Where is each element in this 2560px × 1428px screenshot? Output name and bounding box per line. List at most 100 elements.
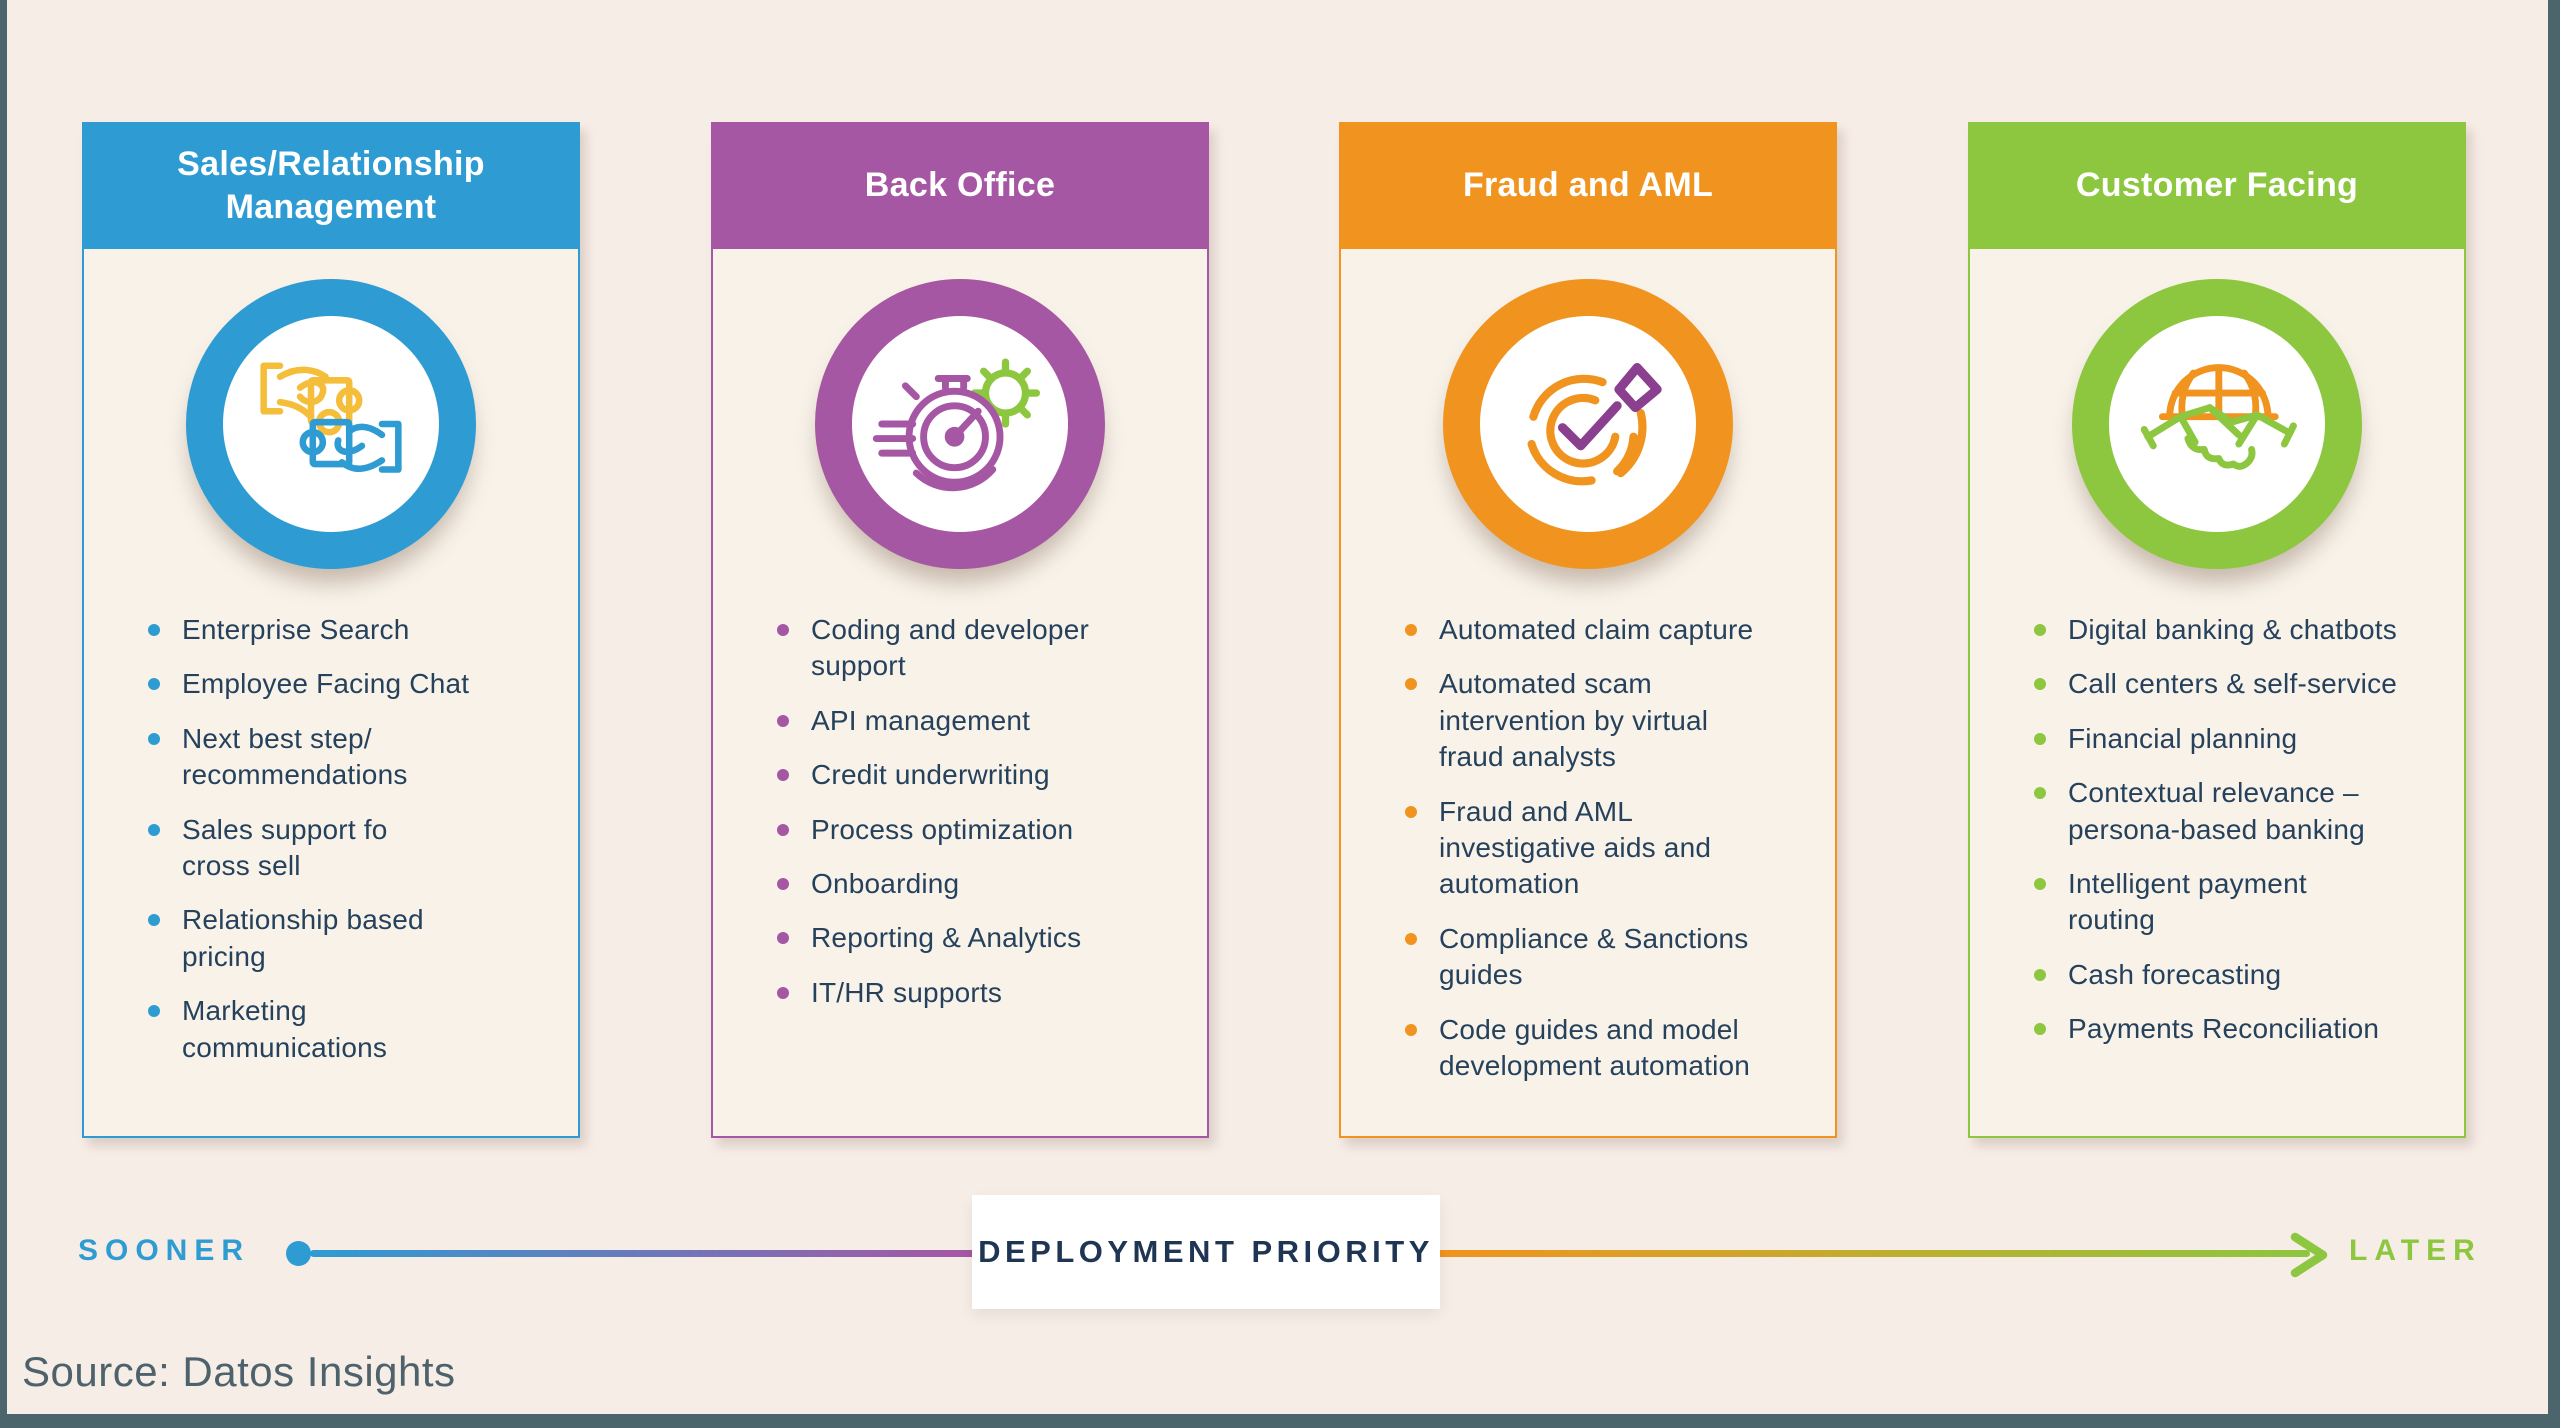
list-item: Cash forecasting <box>2034 957 2428 993</box>
priority-box: DEPLOYMENT PRIORITY <box>972 1195 1440 1309</box>
card-sales-relationship-management: Sales/Relationship Management <box>82 122 580 1138</box>
list-item: API management <box>777 703 1171 739</box>
list-item: Fraud and AML investigative aids and aut… <box>1405 794 1799 903</box>
list-item-text: Onboarding <box>811 867 960 899</box>
list-item-text: Fraud and AML investigative aids and aut… <box>1439 795 1712 900</box>
list-item-text: Call centers & self-service <box>2068 668 2398 700</box>
list-item-text: Cash forecasting <box>2068 958 2282 990</box>
list-item-text: Enterprise Search <box>182 614 410 645</box>
list-item-text: Employee Facing Chat <box>182 668 470 700</box>
source-caption: Source: Datos Insights <box>22 1348 456 1395</box>
bullet-dot <box>2034 968 2046 981</box>
card-title: Sales/Relationship Management <box>177 144 485 226</box>
later-label: LATER <box>2349 1234 2482 1267</box>
bullet-dot <box>148 732 160 745</box>
bullet-dot <box>148 624 160 636</box>
list-item: Coding and developer support <box>777 612 1171 685</box>
list-item-text: Financial planning <box>2068 722 2298 754</box>
bullet-dot <box>777 714 789 727</box>
list-item: Compliance & Sanctions guides <box>1405 921 1799 994</box>
list-item-text: Relationship based pricing <box>182 904 424 972</box>
bullet-dot <box>1405 805 1417 818</box>
frame-left-border <box>0 0 7 1428</box>
bullet-dot <box>148 823 160 836</box>
card-header: Back Office <box>711 122 1209 249</box>
bullet-dot <box>148 914 160 927</box>
list-item-text: Next best step/ recommendations <box>182 722 408 791</box>
card-header: Customer Facing <box>1968 122 2466 249</box>
list-item: Enterprise Search <box>148 612 542 648</box>
bullet-dot <box>777 823 789 836</box>
axis-start-dot <box>286 1241 311 1266</box>
list-item: Digital banking & chatbots <box>2034 612 2428 648</box>
list-item-text: Digital banking & chatbots <box>2068 614 2397 645</box>
card-title: Fraud and AML <box>1462 166 1714 205</box>
globe-handshake-icon <box>2072 279 2362 569</box>
card-header: Sales/Relationship Management <box>82 122 580 249</box>
list-item: Automated scam intervention by virtual f… <box>1405 666 1799 775</box>
bullet-dot <box>1405 678 1417 691</box>
card-title: Customer Facing <box>2075 166 2359 205</box>
list-item-text: Code guides and model development automa… <box>1439 1013 1751 1081</box>
bullet-dot <box>2034 1023 2046 1036</box>
card-back-office: Back Office <box>711 122 1209 1138</box>
list-item: Marketing communications <box>148 993 542 1066</box>
list-item: Automated claim capture <box>1405 612 1799 648</box>
list-item-text: Coding and developer support <box>811 614 1089 682</box>
bullet-dot <box>777 624 789 636</box>
list-item-text: API management <box>811 704 1031 736</box>
list-item-text: Automated scam intervention by virtual f… <box>1439 668 1709 773</box>
bullet-dot <box>1405 1023 1417 1036</box>
list-item-text: Reporting & Analytics <box>811 922 1082 954</box>
bullet-dot <box>777 769 789 782</box>
bullet-dot <box>2034 678 2046 691</box>
list-item: Onboarding <box>777 866 1171 902</box>
list-item-text: Process optimization <box>811 813 1074 845</box>
stopwatch-gear-icon <box>815 279 1105 569</box>
list-item: Process optimization <box>777 812 1171 848</box>
bullet-dot <box>2034 624 2046 636</box>
puzzle-hands-icon <box>186 279 476 569</box>
list-item: Reporting & Analytics <box>777 920 1171 956</box>
list-item: Intelligent payment routing <box>2034 866 2428 939</box>
bullet-dot <box>148 1005 160 1018</box>
list-item-text: Payments Reconciliation <box>2068 1013 2380 1045</box>
list-item-text: Compliance & Sanctions guides <box>1439 922 1749 991</box>
priority-label: DEPLOYMENT PRIORITY <box>978 1234 1434 1269</box>
list-item-text: Credit underwriting <box>811 759 1050 791</box>
list-item-text: Intelligent payment routing <box>2068 867 2307 936</box>
list-item: Sales support fo cross sell <box>148 812 542 885</box>
card-customer-facing: Customer Facing <box>1968 122 2466 1138</box>
list-item: Credit underwriting <box>777 757 1171 793</box>
list-item: Code guides and model development automa… <box>1405 1012 1799 1085</box>
bullet-dot <box>1405 624 1417 636</box>
sooner-label: SOONER <box>78 1234 251 1267</box>
list-item: IT/HR supports <box>777 975 1171 1011</box>
bullet-dot <box>2034 877 2046 890</box>
bullet-dot <box>148 678 160 691</box>
list-item: Call centers & self-service <box>2034 666 2428 702</box>
bullet-dot <box>777 877 789 890</box>
bullet-dot <box>2034 732 2046 745</box>
list-item: Payments Reconciliation <box>2034 1011 2428 1047</box>
list-item-text: Automated claim capture <box>1439 614 1754 645</box>
frame-right-border <box>2548 0 2560 1428</box>
list-item-text: Marketing communications <box>182 995 388 1063</box>
bullet-dot <box>777 986 789 999</box>
list-item: Employee Facing Chat <box>148 666 542 702</box>
axis-arrow-icon <box>2290 1232 2328 1278</box>
donut-check-icon <box>1443 279 1733 569</box>
list-item: Contextual relevance – persona-based ban… <box>2034 775 2428 848</box>
list-item-text: IT/HR supports <box>811 976 1003 1008</box>
list-item-text: Sales support fo cross sell <box>182 813 388 881</box>
frame-bottom-border <box>0 1414 2560 1428</box>
list-item-text: Contextual relevance – persona-based ban… <box>2068 777 2365 845</box>
card-title: Back Office <box>864 166 1056 205</box>
card-header: Fraud and AML <box>1339 122 1837 249</box>
